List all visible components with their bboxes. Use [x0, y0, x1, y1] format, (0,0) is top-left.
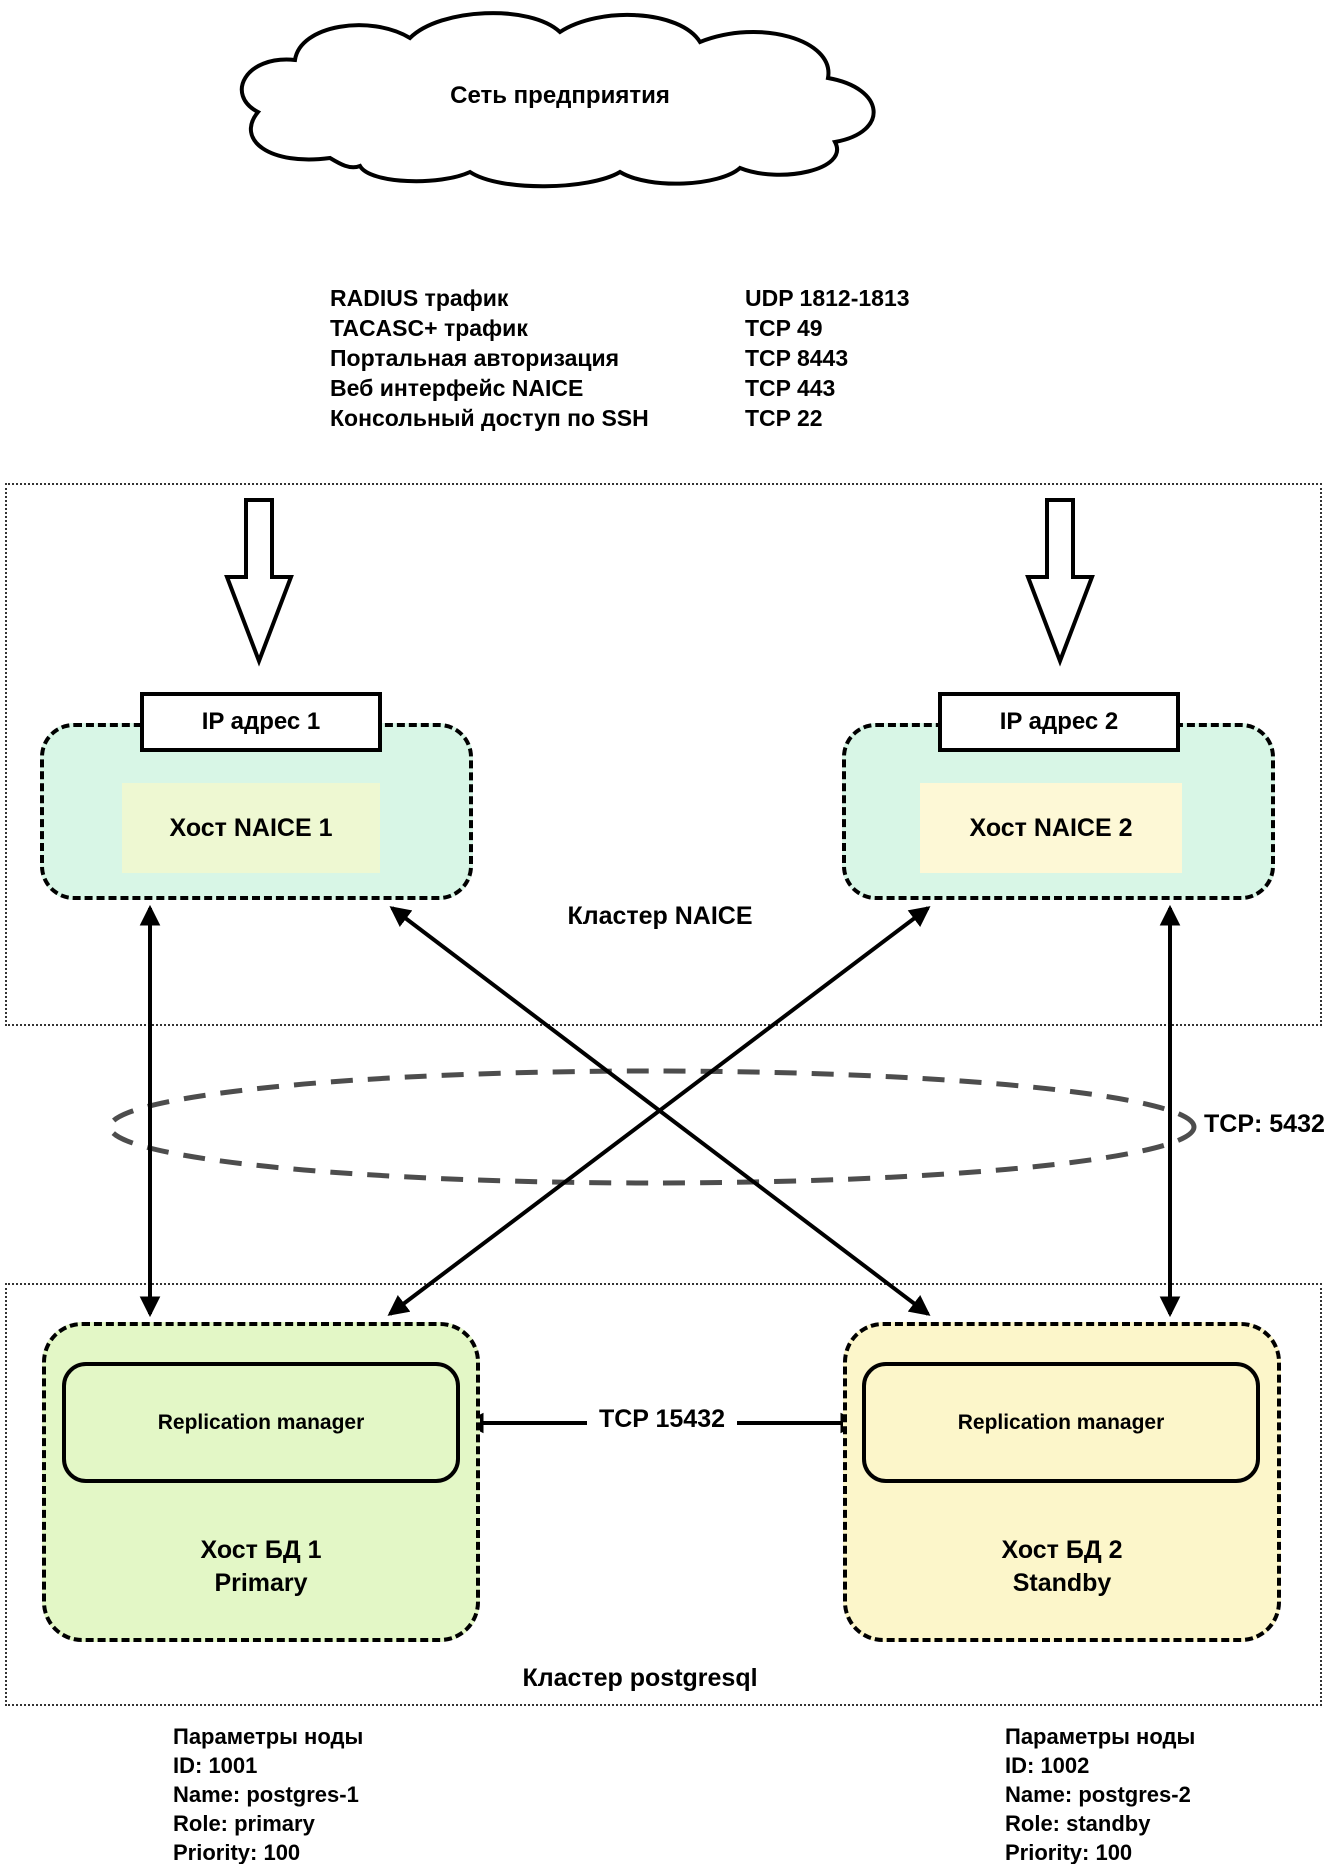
legend-value: UDP 1812-1813 [745, 285, 910, 311]
db-host2-title: Хост БД 2 [1001, 1536, 1123, 1564]
enterprise-network-label: Сеть предприятия [450, 82, 670, 109]
legend-row: RADIUS трафик UDP 1812-1813 [330, 283, 910, 313]
naice-host2-label: Хост NAICE 2 [920, 783, 1182, 873]
node-param-line: ID: 1002 [1005, 1753, 1090, 1778]
legend-label: TACASC+ трафик [330, 315, 528, 341]
legend-value: TCP 443 [745, 375, 836, 401]
postgres-port-label: TCP: 5432 [1200, 1110, 1329, 1139]
ip-address1-box: IP адрес 1 [140, 692, 382, 752]
node-param-line: Name: postgres-1 [173, 1782, 359, 1807]
node1-params: Параметры ноды ID: 1001 Name: postgres-1… [173, 1722, 363, 1864]
legend-value: TCP 8443 [745, 345, 849, 371]
node-params-title: Параметры ноды [1005, 1724, 1196, 1749]
db-host2-role: Standby [1012, 1569, 1112, 1597]
legend-label: Веб интерфейс NAICE [330, 375, 584, 401]
legend-label: Консольный доступ по SSH [330, 405, 649, 431]
db-host1-label: Хост БД 1 Primary [42, 1534, 480, 1600]
node-params-title: Параметры ноды [173, 1724, 364, 1749]
node-param-line: Role: primary [173, 1811, 315, 1836]
legend-value: TCP 22 [745, 405, 823, 431]
node-param-line: Priority: 100 [1005, 1840, 1133, 1864]
postgres-port-ellipse [107, 1068, 1197, 1186]
legend-row: Консольный доступ по SSH TCP 22 [330, 403, 823, 433]
db-host2-label: Хост БД 2 Standby [843, 1534, 1281, 1600]
node-param-line: Role: standby [1005, 1811, 1151, 1836]
naice-host1-label: Хост NAICE 1 [122, 783, 380, 873]
legend-label: Портальная авторизация [330, 345, 620, 371]
naice-cluster-label: Кластер NAICE [567, 902, 753, 930]
legend-label: RADIUS трафик [330, 285, 509, 311]
legend-row: TACASC+ трафик TCP 49 [330, 313, 823, 343]
ip-address2-box: IP адрес 2 [938, 692, 1180, 752]
postgresql-cluster-label: Кластер postgresql [522, 1664, 758, 1692]
replication-manager1-box: Replication manager [62, 1362, 460, 1483]
db-host1-role: Primary [214, 1569, 308, 1597]
db-host1-title: Хост БД 1 [200, 1536, 322, 1564]
legend-row: Веб интерфейс NAICE TCP 443 [330, 373, 835, 403]
node-param-line: ID: 1001 [173, 1753, 258, 1778]
node-param-line: Name: postgres-2 [1005, 1782, 1191, 1807]
legend-row: Портальная авторизация TCP 8443 [330, 343, 848, 373]
replication-port-label: TCP 15432 [587, 1405, 737, 1434]
node2-params: Параметры ноды ID: 1002 Name: postgres-2… [1005, 1722, 1195, 1864]
replication-manager2-box: Replication manager [862, 1362, 1260, 1483]
traffic-legend: RADIUS трафик UDP 1812-1813 TACASC+ траф… [330, 283, 910, 433]
legend-value: TCP 49 [745, 315, 823, 341]
node-param-line: Priority: 100 [173, 1840, 301, 1864]
